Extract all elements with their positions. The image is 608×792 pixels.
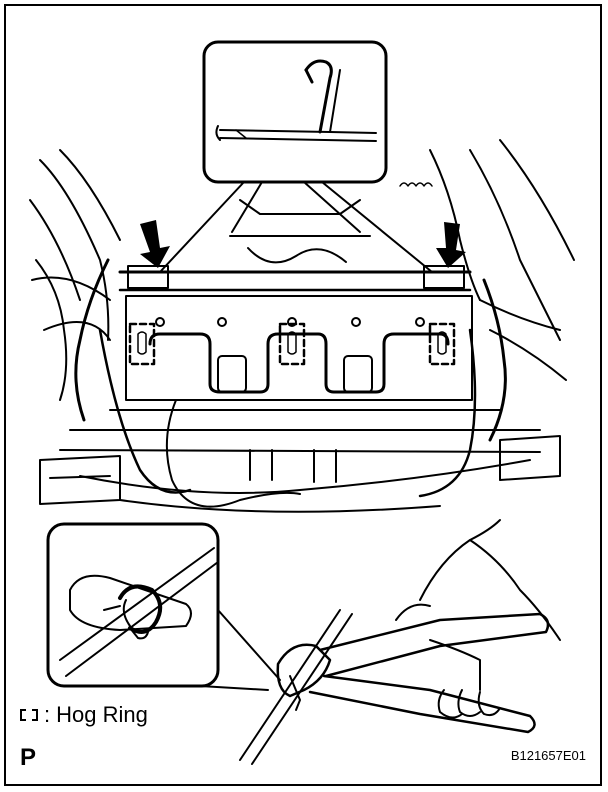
down-arrow-icon (140, 220, 170, 268)
hog-ring-detail-callout (46, 522, 281, 691)
legend-label: Hog Ring (56, 702, 148, 727)
seat-frame (29, 139, 575, 513)
pliers-with-hand (239, 519, 561, 765)
illustration-frame (4, 4, 602, 786)
top-detail-callout (159, 40, 433, 273)
hog-ring-legend-symbol (20, 709, 38, 721)
legend-colon: : (44, 702, 51, 727)
figure-id: B121657E01 (510, 748, 586, 763)
hog-ring-markers (128, 322, 456, 366)
down-arrow-icon (436, 222, 466, 268)
legend: : Hog Ring (20, 702, 148, 728)
corner-label: P (20, 744, 37, 771)
